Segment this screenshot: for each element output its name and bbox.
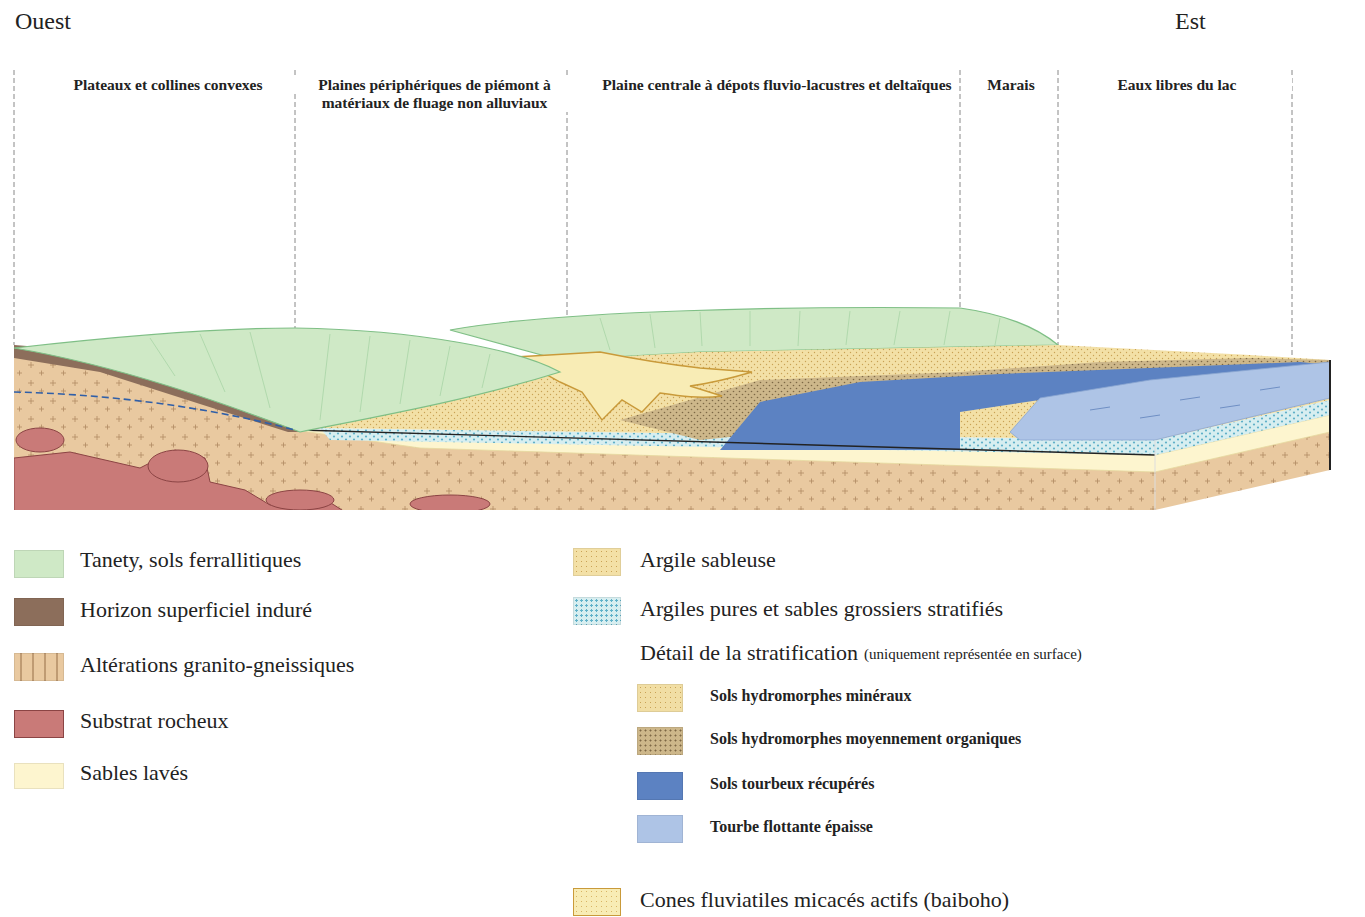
zone-header: Plaine centrale à dépots fluvio-lacustre… [600,76,954,94]
legend-text: Tanety, sols ferrallitiques [80,547,301,572]
legend-swatch [573,597,621,625]
legend-swatch [637,727,683,755]
legend-swatch [637,684,683,712]
legend-swatch [637,772,683,800]
legend-swatch [14,653,64,681]
legend-text: Cones fluviatiles micacés actifs (baiboh… [640,887,1009,912]
legend-swatch [573,888,621,916]
direction-label: Est [1175,8,1206,36]
zone-header: Plateaux et collines convexes [40,76,296,94]
direction-label: Ouest [15,8,71,36]
legend-text: Altérations granito-gneissiques [80,652,354,677]
legend-text: Argile sableuse [640,547,776,572]
legend-swatch [14,763,64,789]
legend-text: Horizon superficiel induré [80,597,312,622]
legend-swatch [14,710,64,738]
legend-heading: (uniquement représentée en surface) [864,646,1082,663]
legend-swatch [573,548,621,576]
legend-text: Sols hydromorphes minéraux [710,687,912,705]
zone-header: Marais [965,76,1057,94]
legend-swatch [14,550,64,578]
legend-text: Tourbe flottante épaisse [710,818,873,836]
legend-heading: Détail de la stratification [640,640,858,665]
legend-text: Argiles pures et sables grossiers strati… [640,596,1003,621]
legend-text: Sols hydromorphes moyennement organiques [710,730,1021,748]
zone-header: Plaines périphériques de piémont à matér… [300,76,569,112]
zone-header: Eaux libres du lac [1062,76,1292,94]
legend-swatch [14,598,64,626]
legend-text: Sables lavés [80,760,188,785]
legend-swatch [637,815,683,843]
legend-text: Sols tourbeux récupérés [710,775,874,793]
legend-text: Substrat rocheux [80,708,228,733]
